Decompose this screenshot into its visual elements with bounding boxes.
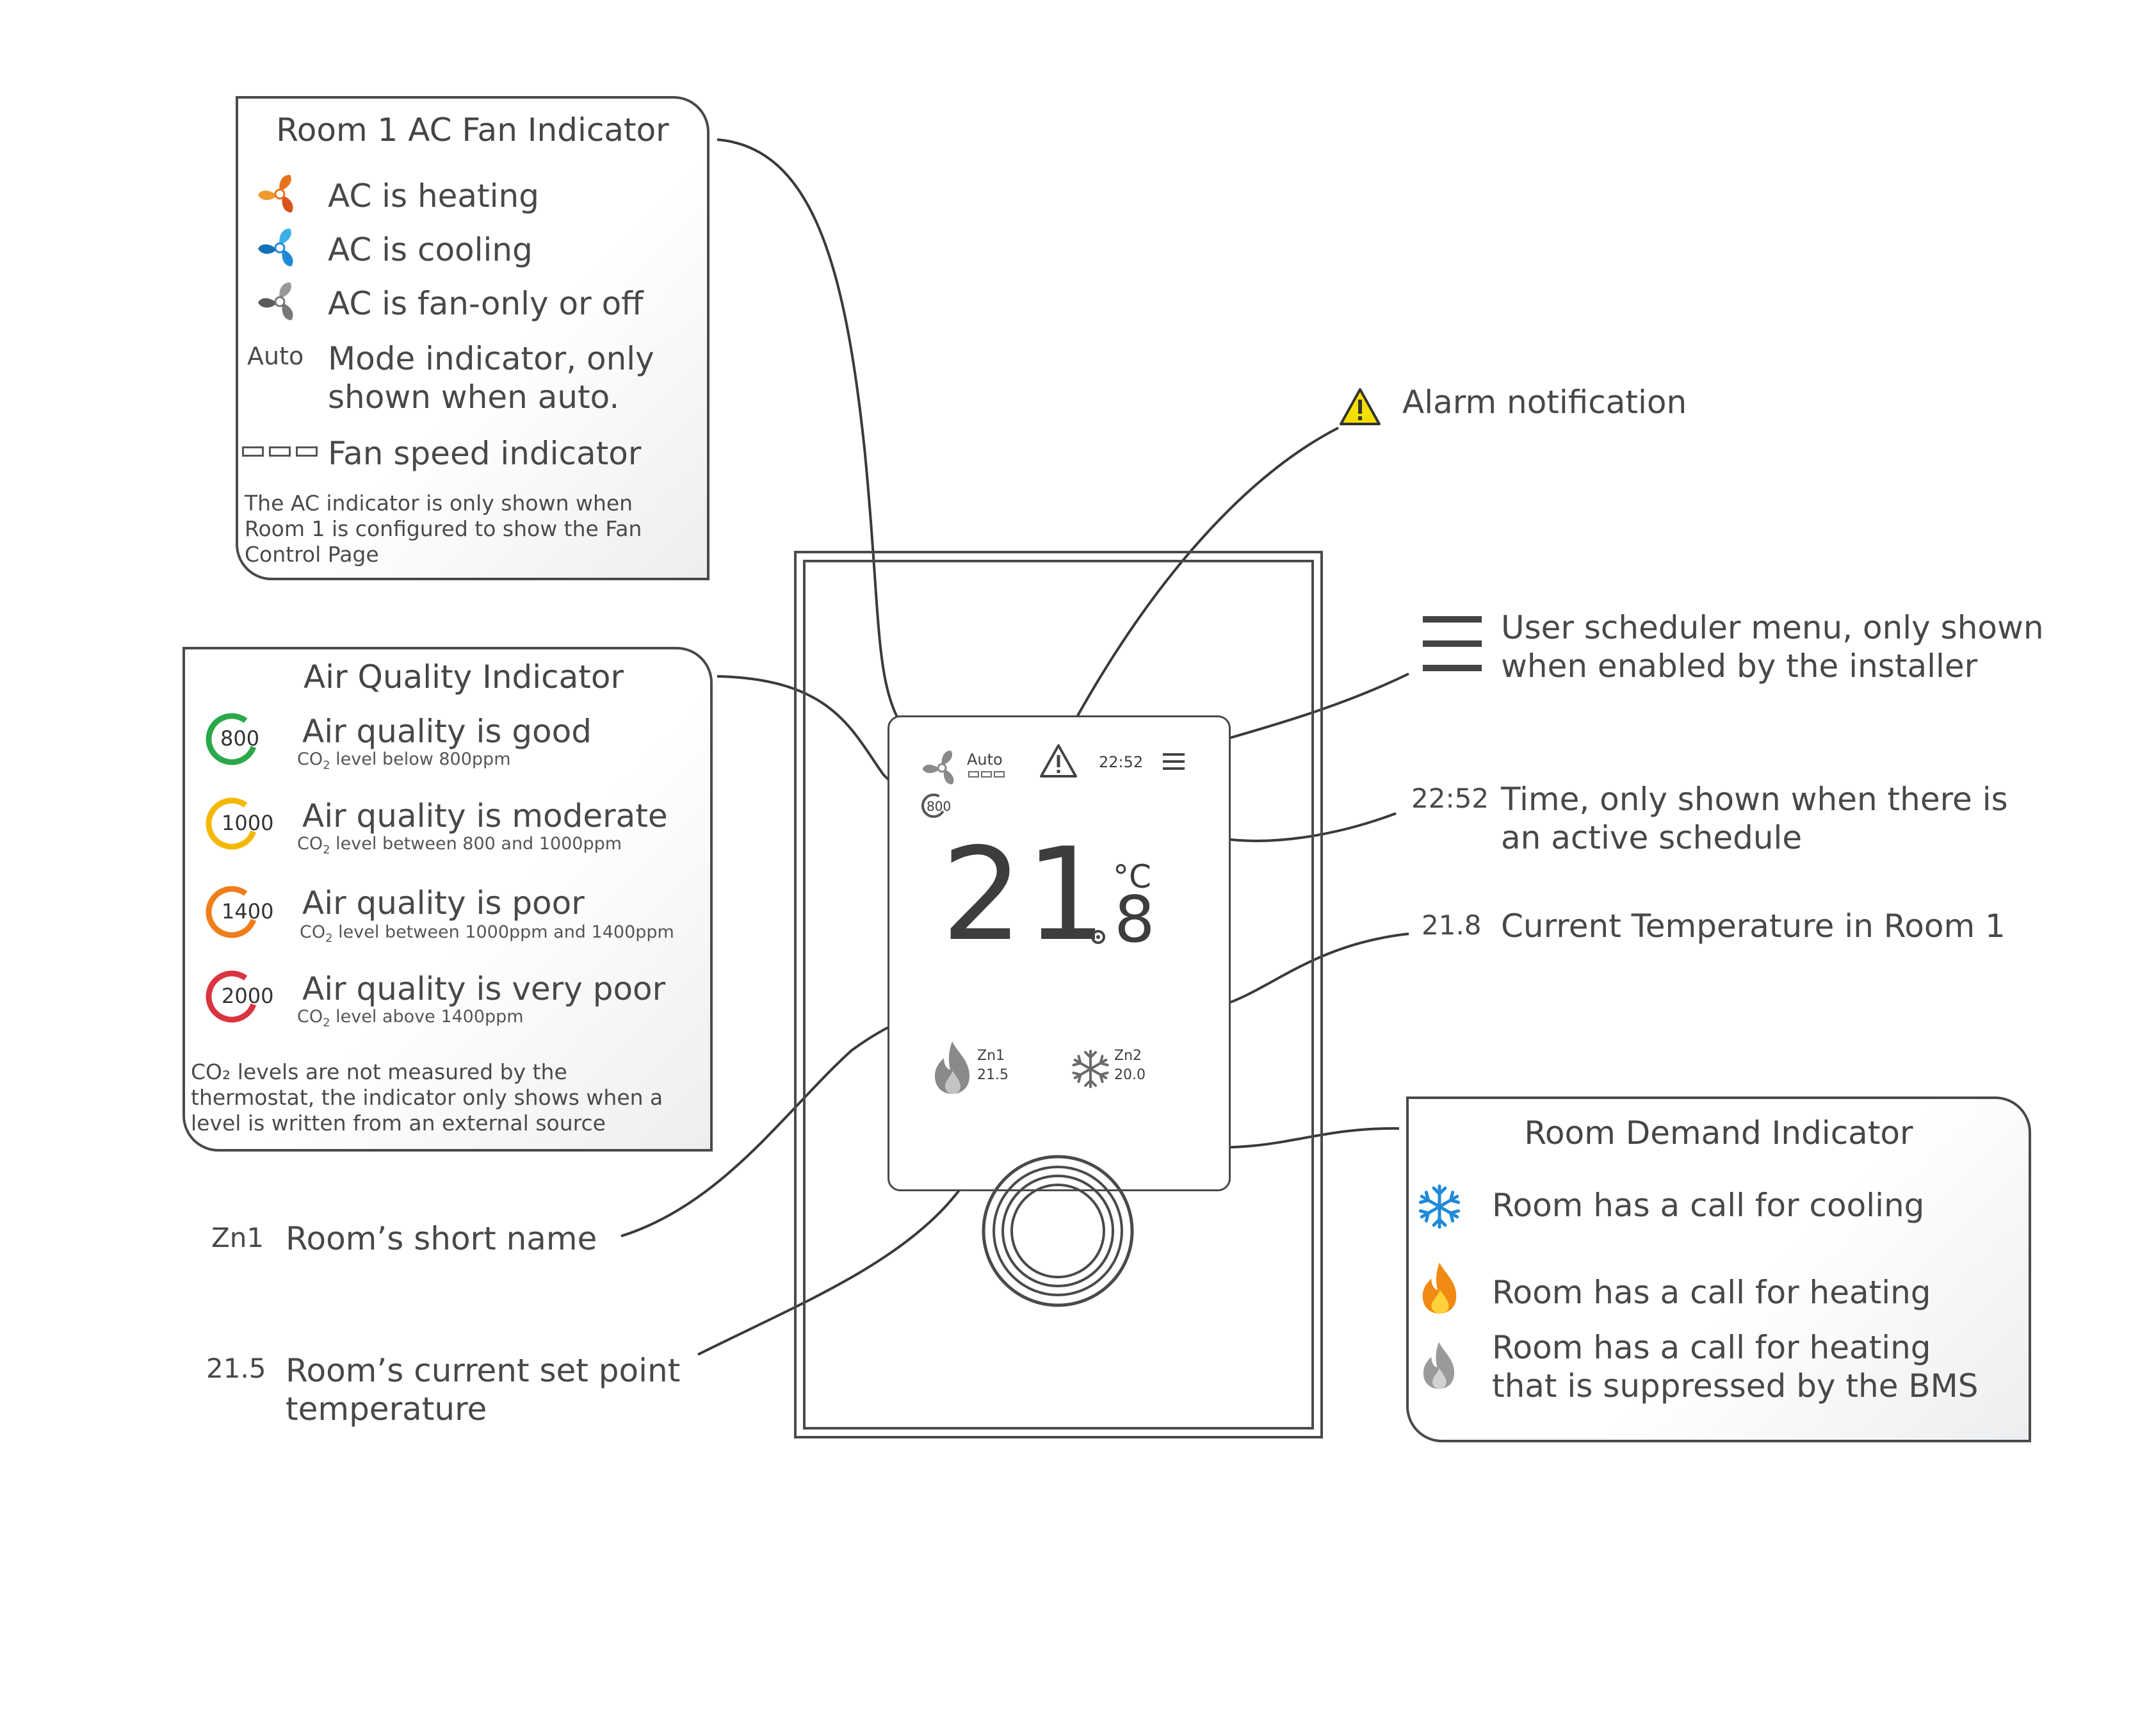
setpoint-label-2: temperature [286,1390,487,1428]
alarm-icon [1340,388,1381,425]
aq-poor-sub: CO2 level between 1000ppm and 1400ppm [300,922,674,945]
screen-zone1-flame-icon[interactable] [928,1039,976,1096]
fan-cooling-label: AC is cooling [328,231,533,268]
co2-good-value: 800 [220,726,260,751]
arrow-alarm [1065,427,1339,738]
setpoint-tag: 21.5 [206,1353,266,1384]
thermostat-screen [888,715,1231,1191]
fan-heating-icon [258,174,293,213]
screen-zone2-snowflake-icon[interactable] [1069,1048,1112,1090]
screen-fan-speed [968,771,1005,778]
screen-co2-ring[interactable] [920,792,948,820]
fan-heating-label: AC is heating [328,177,539,215]
screen-zone1-temp: 21.5 [977,1067,1009,1083]
temp-tag: 21.8 [1422,909,1482,941]
short-name-label: Room’s short name [286,1220,597,1257]
aq-poor-label: Air quality is poor [302,884,585,922]
auto-label-1: Mode indicator, only [328,340,654,377]
scheduler-menu-icon [1423,616,1482,671]
flame-icon [1422,1262,1457,1314]
scheduler-label-1: User scheduler menu, only shown [1501,609,2044,646]
screen-alarm-icon[interactable] [1039,743,1078,779]
screen-fan-icon[interactable] [922,748,962,788]
co2-moderate-ring [206,797,258,850]
demand-box-title: Room Demand Indicator [1524,1114,1913,1152]
flame-grey-icon [1423,1342,1455,1389]
fan-note-3: Control Page [245,542,379,567]
device-dial-button[interactable] [980,1153,1136,1309]
screen-menu-icon[interactable] [1163,753,1185,770]
arrow-fan [717,138,924,751]
aq-moderate-label: Air quality is moderate [302,797,668,835]
screen-co2-value: 800 [927,799,952,814]
co2-good-ring [206,713,258,765]
time-label-2: an active schedule [1501,819,1803,856]
thermostat-device [794,551,1323,1438]
aq-note-3: level is written from an external source [191,1111,606,1136]
alarm-label: Alarm notification [1402,384,1687,421]
screen-time: 22:52 [1099,753,1144,771]
auto-label-2: shown when auto. [328,379,620,416]
co2-very-poor-ring [206,970,258,1023]
fan-speed-label: Fan speed indicator [328,435,642,472]
short-name-tag: Zn1 [211,1222,264,1253]
demand-cooling-label: Room has a call for cooling [1492,1187,1925,1224]
room-demand-box: Room Demand Indicator [1406,1096,2031,1442]
co2-very-poor-value: 2000 [222,984,274,1008]
scheduler-label-2: when enabled by the installer [1501,648,1978,685]
screen-unit: °C [1113,858,1151,895]
screen-decimal-point [1091,930,1105,944]
fan-speed-icon [242,446,318,457]
time-tag: 22:52 [1411,783,1489,814]
screen-temp-decimal: 8 [1114,882,1155,957]
fan-cooling-icon [258,228,293,266]
fan-off-label: AC is fan-only or off [328,285,644,322]
air-quality-box: Air Quality Indicator [182,647,713,1152]
co2-poor-value: 1400 [222,899,274,924]
fan-box-title: Room 1 AC Fan Indicator [276,111,669,149]
air-quality-title: Air Quality Indicator [303,658,624,696]
co2-poor-ring [206,886,258,938]
snowflake-icon [1415,1184,1464,1231]
auto-tag: Auto [247,342,304,370]
fan-indicator-box: Room 1 AC Fan Indicator [236,96,709,580]
demand-suppressed-label-2: that is suppressed by the BMS [1492,1367,1979,1405]
demand-heating-label: Room has a call for heating [1492,1274,1931,1311]
aq-good-sub: CO2 level below 800ppm [297,749,511,772]
screen-auto-label: Auto [967,751,1003,769]
fan-note-2: Room 1 is configured to show the Fan [245,516,642,541]
screen-temp-integer: 21 [941,820,1110,970]
fan-off-icon [258,282,293,320]
device-inner-frame [803,560,1314,1430]
screen-zone1-name: Zn1 [977,1048,1005,1064]
fan-note-1: The AC indicator is only shown when [245,491,633,516]
aq-very-poor-sub: CO2 level above 1400ppm [297,1007,524,1030]
temp-label: Current Temperature in Room 1 [1501,908,2006,945]
screen-zone2-name: Zn2 [1114,1048,1142,1064]
time-label-1: Time, only shown when there is [1501,781,2008,818]
aq-note-1: CO₂ levels are not measured by the [191,1059,567,1084]
co2-moderate-value: 1000 [222,811,274,835]
aq-very-poor-label: Air quality is very poor [302,970,666,1007]
aq-note-2: thermostat, the indicator only shows whe… [191,1085,663,1110]
setpoint-label-1: Room’s current set point [286,1352,681,1389]
demand-suppressed-label-1: Room has a call for heating [1492,1329,1931,1366]
aq-good-label: Air quality is good [302,713,592,750]
aq-moderate-sub: CO2 level between 800 and 1000ppm [297,834,622,857]
screen-zone2-temp: 20.0 [1114,1067,1146,1083]
